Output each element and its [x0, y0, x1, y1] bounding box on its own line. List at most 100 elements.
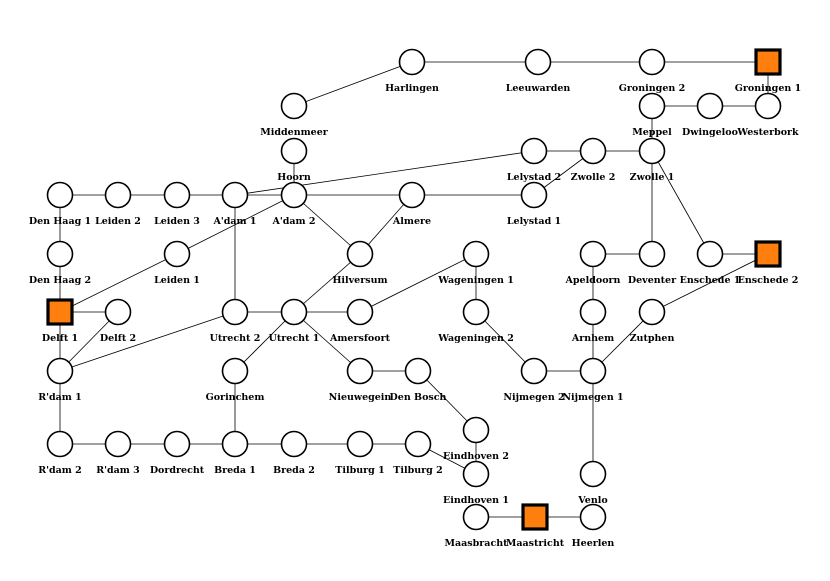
node-wageningen-1 [462, 240, 490, 268]
node-nijmegen-1 [579, 357, 607, 385]
node-enschede-1 [696, 240, 724, 268]
node-maasbracht [462, 503, 490, 531]
node-adam-1 [221, 181, 249, 209]
node-label-rdam-2: R'dam 2 [38, 465, 82, 476]
node-label-wageningen-1: Wageningen 1 [437, 275, 514, 286]
node-zwolle-2 [579, 137, 607, 165]
node-tilburg-2 [404, 430, 432, 458]
edge-amersfoort-wageningen-1 [359, 253, 477, 313]
node-maastricht [521, 503, 549, 531]
node-label-leeuwarden: Leeuwarden [506, 83, 571, 94]
node-label-enschede-1: Enschede 1 [680, 275, 741, 286]
node-label-amersfoort: Amersfoort [329, 333, 391, 344]
node-venlo [579, 460, 607, 488]
node-rdam-3 [104, 430, 132, 458]
edge-enschede-2-zutphen [651, 253, 769, 313]
node-label-tilburg-1: Tilburg 1 [335, 465, 384, 476]
edge-harlingen-middenmeer [293, 61, 413, 107]
node-harlingen [398, 48, 426, 76]
node-deventer [638, 240, 666, 268]
edge-den-bosch-eindhoven-2 [417, 370, 477, 431]
node-arnhem [579, 298, 607, 326]
node-label-leiden-2: Leiden 2 [95, 216, 141, 227]
node-label-delft-2: Delft 2 [100, 333, 136, 344]
node-wageningen-2 [462, 298, 490, 326]
node-label-den-haag-2: Den Haag 2 [29, 275, 91, 286]
node-label-zwolle-2: Zwolle 2 [571, 172, 616, 183]
node-label-harlingen: Harlingen [385, 83, 439, 94]
node-lelystad-1 [520, 181, 548, 209]
node-label-gorinchem: Gorinchem [206, 392, 265, 403]
node-adam-2 [280, 181, 308, 209]
node-label-breda-2: Breda 2 [273, 465, 315, 476]
node-den-haag-1 [46, 181, 74, 209]
node-label-breda-1: Breda 1 [214, 465, 256, 476]
node-label-groningen-1: Groningen 1 [735, 83, 801, 94]
edge-utrecht-1-gorinchem [234, 311, 295, 372]
node-label-venlo: Venlo [577, 495, 607, 506]
node-hoorn [280, 137, 308, 165]
node-label-eindhoven-2: Eindhoven 2 [443, 451, 509, 462]
node-label-zwolle-1: Zwolle 1 [630, 172, 675, 183]
node-lelystad-2 [520, 137, 548, 165]
node-leiden-1 [163, 240, 191, 268]
node-apeldoorn [579, 240, 607, 268]
node-enschede-2 [754, 240, 782, 268]
node-eindhoven-1 [462, 460, 490, 488]
node-label-leiden-1: Leiden 1 [154, 275, 200, 286]
node-dwingeloo [696, 92, 724, 120]
node-leiden-2 [104, 181, 132, 209]
node-westerbork [754, 92, 782, 120]
node-delft-2 [104, 298, 132, 326]
node-utrecht-1 [280, 298, 308, 326]
node-breda-1 [221, 430, 249, 458]
node-label-dwingeloo: Dwingeloo [682, 127, 738, 138]
node-middenmeer [280, 92, 308, 120]
node-label-maasbracht: Maasbracht [444, 538, 508, 549]
node-gorinchem [221, 357, 249, 385]
node-label-arnhem: Arnhem [571, 333, 614, 344]
node-label-adam-1: A'dam 1 [212, 216, 256, 227]
node-zwolle-1 [638, 137, 666, 165]
node-label-almere: Almere [392, 216, 431, 227]
edge-rdam-1-utrecht-2 [59, 311, 236, 372]
node-breda-2 [280, 430, 308, 458]
edge-zwolle-1-enschede-1 [651, 150, 711, 255]
node-almere [398, 181, 426, 209]
node-utrecht-2 [221, 298, 249, 326]
node-leeuwarden [524, 48, 552, 76]
node-label-adam-2: A'dam 2 [271, 216, 315, 227]
node-label-delft-1: Delft 1 [42, 333, 78, 344]
edge-adam-2-hilversum [293, 194, 361, 255]
node-label-utrecht-1: Utrecht 1 [269, 333, 320, 344]
node-label-enschede-2: Enschede 2 [738, 275, 799, 286]
node-label-leiden-3: Leiden 3 [154, 216, 200, 227]
node-label-deventer: Deventer [628, 275, 677, 286]
node-tilburg-1 [346, 430, 374, 458]
edge-hilversum-utrecht-1 [293, 253, 361, 313]
node-label-lelystad-2: Lelystad 2 [507, 172, 561, 183]
edge-leiden-1-delft-1 [59, 253, 178, 313]
node-dordrecht [163, 430, 191, 458]
node-label-apeldoorn: Apeldoorn [565, 275, 621, 286]
node-label-rdam-1: R'dam 1 [38, 392, 82, 403]
node-label-nijmegen-1: Nijmegen 1 [562, 392, 623, 403]
node-label-wageningen-2: Wageningen 2 [437, 333, 514, 344]
node-label-nijmegen-2: Nijmegen 2 [503, 392, 564, 403]
node-heerlen [579, 503, 607, 531]
node-label-eindhoven-1: Eindhoven 1 [443, 495, 509, 506]
node-label-westerbork: Westerbork [736, 127, 799, 138]
node-label-heerlen: Heerlen [572, 538, 615, 549]
node-label-hilversum: Hilversum [332, 275, 387, 286]
node-zutphen [638, 298, 666, 326]
node-label-groningen-2: Groningen 2 [619, 83, 685, 94]
node-label-hoorn: Hoorn [277, 172, 311, 183]
node-label-dordrecht: Dordrecht [150, 465, 205, 476]
node-delft-1 [46, 298, 74, 326]
node-meppel [638, 92, 666, 120]
node-label-lelystad-1: Lelystad 1 [507, 216, 561, 227]
node-label-den-haag-1: Den Haag 1 [29, 216, 91, 227]
node-leiden-3 [163, 181, 191, 209]
node-eindhoven-2 [462, 416, 490, 444]
